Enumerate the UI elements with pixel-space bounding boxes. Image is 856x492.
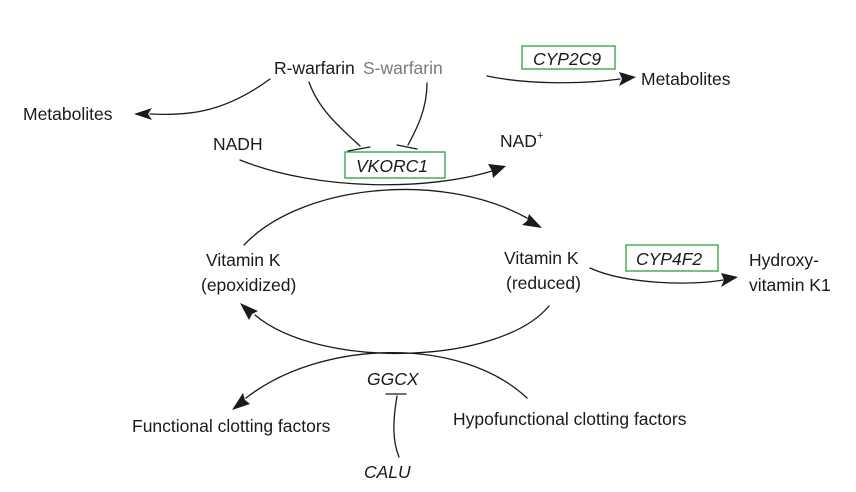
cyp4f2-label: CYP4F2 bbox=[636, 249, 702, 269]
hypofunctional-clotting-factors-label: Hypofunctional clotting factors bbox=[453, 409, 687, 429]
epoxidized-to-reduced-arrow bbox=[243, 188, 528, 246]
functional-arrowhead bbox=[232, 393, 250, 410]
r-warfarin-to-metabolites-arrow bbox=[149, 78, 271, 116]
r-warfarin-metabolites-arrowhead bbox=[134, 108, 152, 120]
hydroxy-arrowhead bbox=[721, 273, 738, 287]
nad-base-text: NAD bbox=[500, 131, 537, 151]
nad-plus-label: NAD+ bbox=[500, 130, 543, 151]
s-warfarin-inhibition-bar bbox=[396, 144, 418, 150]
metabolites-left-label: Metabolites bbox=[23, 104, 113, 124]
s-warfarin-label: S-warfarin bbox=[363, 58, 443, 78]
reduced-to-epoxidized-arrow bbox=[254, 305, 550, 355]
hydroxy-vitamin-k1-line2: vitamin K1 bbox=[749, 275, 831, 295]
cyp2c9-label: CYP2C9 bbox=[533, 49, 601, 69]
ggcx-label: GGCX bbox=[367, 369, 420, 389]
cyp4f2-gene-box bbox=[625, 244, 719, 272]
metabolites-right-label: Metabolites bbox=[641, 69, 731, 89]
functional-clotting-factors-label: Functional clotting factors bbox=[132, 416, 331, 436]
vitamin-k-epoxidized-line2: (epoxidized) bbox=[201, 275, 296, 295]
reduced-arrowhead bbox=[522, 214, 542, 228]
vkorc1-gene-box bbox=[344, 151, 446, 179]
r-warfarin-label: R-warfarin bbox=[274, 58, 355, 78]
calu-inhibition-line bbox=[393, 395, 400, 458]
nadh-to-nad-arrow bbox=[239, 159, 493, 186]
s-warfarin-inhibition-line bbox=[407, 82, 428, 146]
vitamin-k-reduced-line2: (reduced) bbox=[506, 273, 581, 293]
hypofunctional-to-functional-arrow bbox=[245, 352, 528, 399]
s-warfarin-to-metabolites-arrow bbox=[486, 75, 621, 84]
r-warfarin-inhibition-line bbox=[308, 81, 361, 147]
epoxidized-arrowhead bbox=[240, 303, 258, 320]
reduced-to-hydroxy-arrow bbox=[589, 267, 724, 284]
vitamin-k-epoxidized-line1: Vitamin K bbox=[206, 250, 281, 270]
nadh-label: NADH bbox=[213, 134, 263, 154]
hydroxy-vitamin-k1-line1: Hydroxy- bbox=[749, 250, 819, 270]
r-warfarin-inhibition-bar bbox=[347, 146, 371, 152]
nad-superscript: + bbox=[537, 130, 543, 142]
vkorc1-label: VKORC1 bbox=[356, 156, 428, 176]
nad-arrowhead bbox=[488, 164, 506, 178]
s-warfarin-metabolites-arrowhead bbox=[619, 72, 636, 86]
cyp2c9-gene-box bbox=[521, 45, 616, 70]
calu-label: CALU bbox=[364, 462, 411, 482]
vitamin-k-reduced-line1: Vitamin K bbox=[504, 248, 579, 268]
